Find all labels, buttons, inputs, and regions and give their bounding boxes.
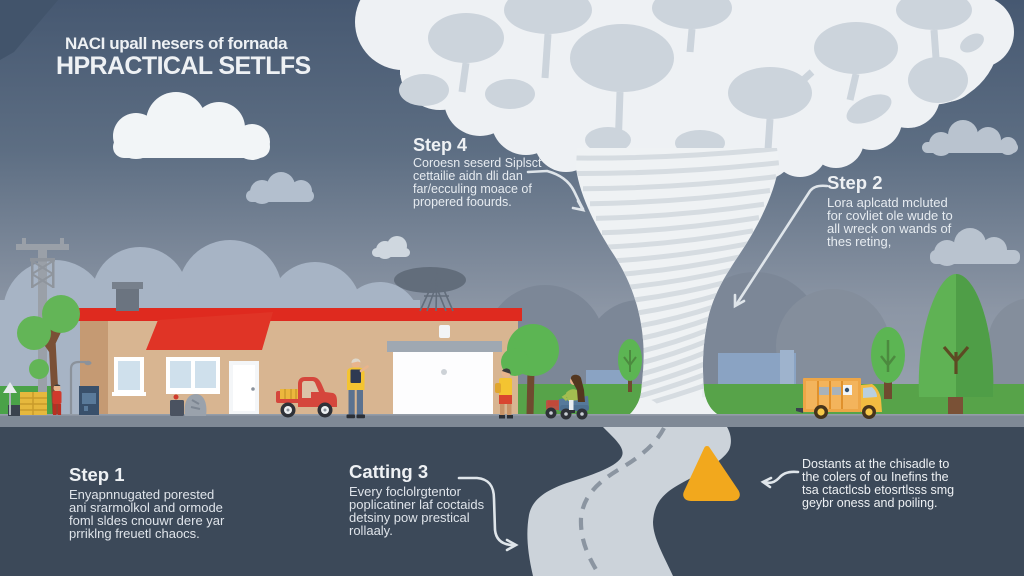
svg-text:for covliet ole wude to: for covliet ole wude to <box>827 208 953 223</box>
svg-text:Step 2: Step 2 <box>827 172 883 193</box>
svg-text:rollaaly.: rollaaly. <box>349 523 393 538</box>
svg-text:detsiny pow prestical: detsiny pow prestical <box>349 510 470 525</box>
svg-text:Catting 3: Catting 3 <box>349 461 428 482</box>
svg-text:propered foourds.: propered foourds. <box>413 195 512 209</box>
svg-text:cettailie aidn dli dan: cettailie aidn dli dan <box>413 169 523 183</box>
svg-text:Lora aplcatd mcluted: Lora aplcatd mcluted <box>827 195 948 210</box>
svg-text:Enyapnnugated porested: Enyapnnugated porested <box>69 487 214 502</box>
svg-text:Every foclolrgtentor: Every foclolrgtentor <box>349 484 462 499</box>
svg-text:Step 4: Step 4 <box>413 135 467 155</box>
svg-text:all wreck on wands of: all wreck on wands of <box>827 221 952 236</box>
svg-text:prriklng freuetl chaocs.: prriklng freuetl chaocs. <box>69 526 200 541</box>
svg-text:far/ecculing moace of: far/ecculing moace of <box>413 182 532 196</box>
svg-text:ani srarmolkol and ormode: ani srarmolkol and ormode <box>69 500 223 515</box>
svg-text:Coroesn seserd Siplsct: Coroesn seserd Siplsct <box>413 156 542 170</box>
svg-text:HPRACTICAL SETLFS: HPRACTICAL SETLFS <box>56 52 311 80</box>
svg-text:NACI upall nesers of fornada: NACI upall nesers of fornada <box>65 34 288 53</box>
svg-text:poplicatiner laf coctaids: poplicatiner laf coctaids <box>349 497 485 512</box>
svg-text:geybr oness and poiling.: geybr oness and poiling. <box>802 496 938 510</box>
svg-text:tsa ctactlcsb etosrtlsss smg: tsa ctactlcsb etosrtlsss smg <box>802 483 954 497</box>
svg-text:Step 1: Step 1 <box>69 464 125 485</box>
svg-text:Dostants at the chisadle to: Dostants at the chisadle to <box>802 457 949 471</box>
svg-text:foml sldes cnouwr dere yar: foml sldes cnouwr dere yar <box>69 513 225 528</box>
svg-text:the colers of ou Inefins the: the colers of ou Inefins the <box>802 470 949 484</box>
svg-text:thes reting,: thes reting, <box>827 234 891 249</box>
